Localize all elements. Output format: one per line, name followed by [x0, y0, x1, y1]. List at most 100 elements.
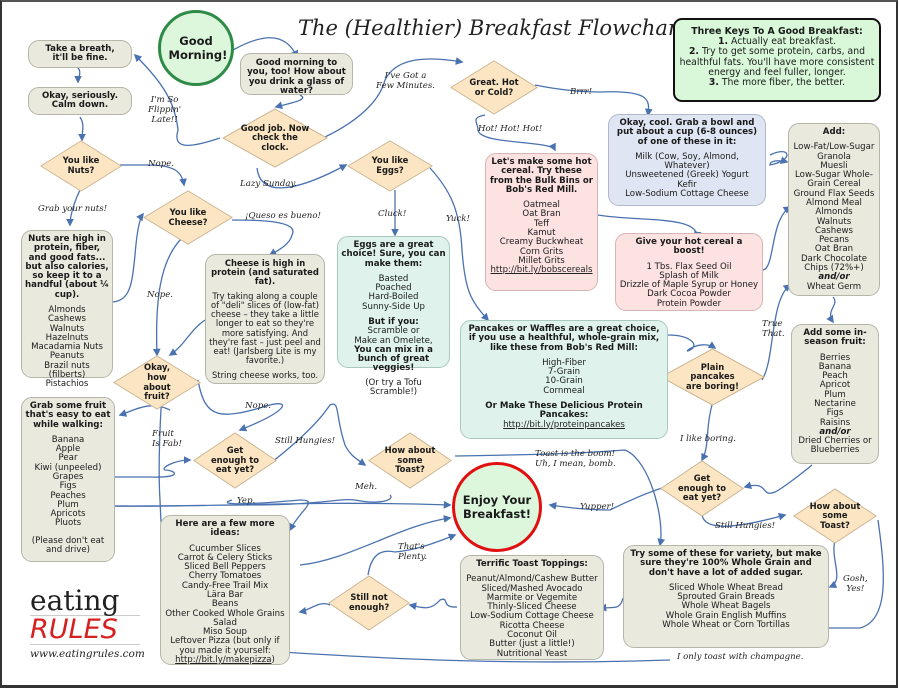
list-item: Peanuts [49, 351, 85, 362]
decision-get-enough-right: Get enough to eat yet? [660, 460, 744, 517]
label-grab-nuts: Grab your nuts! [38, 204, 108, 214]
label-gosh-yes: Gosh, Yes! [843, 574, 868, 594]
list-item: Whole Wheat Bagels [681, 601, 771, 612]
label-like-boring: I like boring. [680, 434, 736, 444]
list-item: Low-Sugar Whole-Grain Cereal [795, 170, 873, 190]
label-lazy-sunday: Lazy Sunday. [240, 179, 297, 189]
list-item: Millet Grits [518, 255, 565, 266]
label-fruit-fab: Fruit Is Fab! [152, 429, 182, 449]
list-item: Candy-Free Trail Mix [181, 580, 269, 591]
label-few-minutes: I've Got a Few Minutes. [376, 71, 435, 91]
decision-like-eggs: You like Eggs? [347, 140, 433, 192]
decision-check-clock: Good job. Now check the clock. [222, 108, 328, 168]
list-item: Figs [826, 408, 844, 419]
list-item: 10-Grain [545, 376, 583, 387]
list-item: Cashews [48, 314, 86, 325]
nuts-info-box: Nuts are high in protein, fiber, and goo… [21, 230, 113, 389]
list-item: Cashews [815, 225, 853, 236]
cheese-info-box: Cheese is high in protein (and saturated… [205, 254, 325, 384]
list-item: Scramble or [367, 326, 420, 337]
list-item: Salad [213, 617, 237, 628]
list-item: Low-Sodium Cottage Cheese [470, 611, 594, 622]
list-item: Milk (Cow, Soy, Almond, Whatever) [635, 151, 739, 172]
label-cluck: Cluck! [378, 209, 407, 219]
list-item: Thinly-Sliced Cheese [487, 602, 577, 613]
list-item: Dark Cocoa Powder [647, 289, 731, 300]
decision-how-about-fruit: Okay, how about fruit? [113, 355, 201, 410]
list-item: Sunny-Side Up [362, 301, 425, 312]
list-item: Carrot & Celery Sticks [177, 552, 273, 563]
bobscereals-link[interactable]: http://bit.ly/bobscereals [490, 265, 593, 276]
page-title: The (Healthier) Breakfast Flowchart [298, 16, 687, 40]
label-nope-nuts: Nope. [148, 159, 175, 169]
list-item: Low-Sodium Cottage Cheese [625, 188, 749, 199]
decision-get-enough-left: Get enough to eat yet? [193, 432, 277, 489]
list-item: Pecans [818, 235, 850, 246]
list-item: Hazelnuts [45, 332, 89, 343]
makepizza-link[interactable]: http://bit.ly/makepizza [175, 654, 272, 665]
label-nope-cheese: Nope. [147, 290, 174, 300]
list-item: Leftover Pizza (but only if you made it … [170, 636, 280, 656]
list-item: Miso Soup [203, 627, 247, 638]
end-node-enjoy-breakfast: Enjoy Your Breakfast! [452, 462, 542, 552]
list-item: Beans [211, 599, 239, 610]
proteinpancakes-link[interactable]: http://bit.ly/proteinpancakes [503, 419, 625, 430]
cold-bowl-list: Milk (Cow, Soy, Almond, Whatever)Unsweet… [612, 151, 762, 199]
list-item: Splash of Milk [659, 270, 719, 281]
list-item: Macadamia Nuts [31, 342, 103, 353]
list-item: Make an Omelete, [354, 335, 433, 346]
list-item: Sprouted Grain Breads [677, 592, 775, 603]
list-item: Butter (just a little!) [489, 639, 575, 650]
cold-bowl-box: Okay, cool. Grab a bowl and put about a … [608, 114, 766, 206]
node-take-breath: Take a breath, it'll be fine. [28, 40, 132, 68]
three-keys-box: Three Keys To A Good Breakfast: 1. Actua… [673, 18, 881, 102]
more-ideas-box: Here are a few more ideas: Cucumber Slic… [160, 515, 290, 665]
list-item: Kamut [527, 227, 556, 238]
list-item: Ricotta Cheese [499, 620, 565, 631]
start-node-good-morning: Good Morning! [158, 10, 234, 86]
list-item: 1 Tbs. Flax Seed Oil [646, 261, 732, 272]
decision-toast-center: How about some Toast? [368, 432, 452, 489]
list-item: Hard-Boiled [368, 292, 419, 303]
boost-box: Give your hot cereal a boost! 1 Tbs. Fla… [615, 233, 763, 311]
list-item: Almonds [48, 304, 86, 315]
list-item: Whole Grain English Muffins [665, 610, 787, 621]
list-item: Lära Bar [206, 589, 244, 600]
label-queso: ¡Queso es bueno! [245, 211, 321, 221]
list-item: Nectarine [814, 398, 856, 409]
list-item: Walnuts [49, 323, 85, 334]
logo-url[interactable]: www.eatingrules.com [30, 648, 145, 661]
label-yuck: Yuck! [446, 214, 470, 224]
list-item: Grapes [52, 471, 84, 482]
list-item: Plum [57, 499, 79, 510]
list-item: Basted [378, 273, 409, 284]
pancakes-box: Pancakes or Waffles are a great choice, … [460, 320, 668, 439]
list-item: Oatmeal [523, 200, 560, 211]
list-item: Poached [375, 283, 412, 294]
list-item: Low-Fat/Low-Sugar Granola [793, 142, 875, 162]
list-item: Corn Grits [519, 246, 564, 257]
list-item: Raisins [819, 417, 851, 428]
list-item: Sliced/Mashed Avocado [481, 583, 583, 594]
list-item: Dark Chocolate Chips (72%+) [800, 253, 868, 273]
list-item: Drizzle of Maple Syrup or Honey [619, 280, 759, 291]
label-meh: Meh. [355, 482, 378, 492]
list-item: Pluots [54, 518, 82, 529]
label-nope-fruit: Nope. [245, 401, 272, 411]
key-item: 3. The more fiber, the better. [708, 77, 846, 89]
label-so-late: I'm So Flippin' Late!! [148, 95, 182, 125]
list-item: Muesli [820, 160, 848, 171]
list-item: Cherry Tomatoes [188, 571, 262, 582]
list-item: Kiwi (unpeeled) [34, 462, 102, 473]
key-item: 1. Actually eat breakfast. [718, 36, 836, 48]
